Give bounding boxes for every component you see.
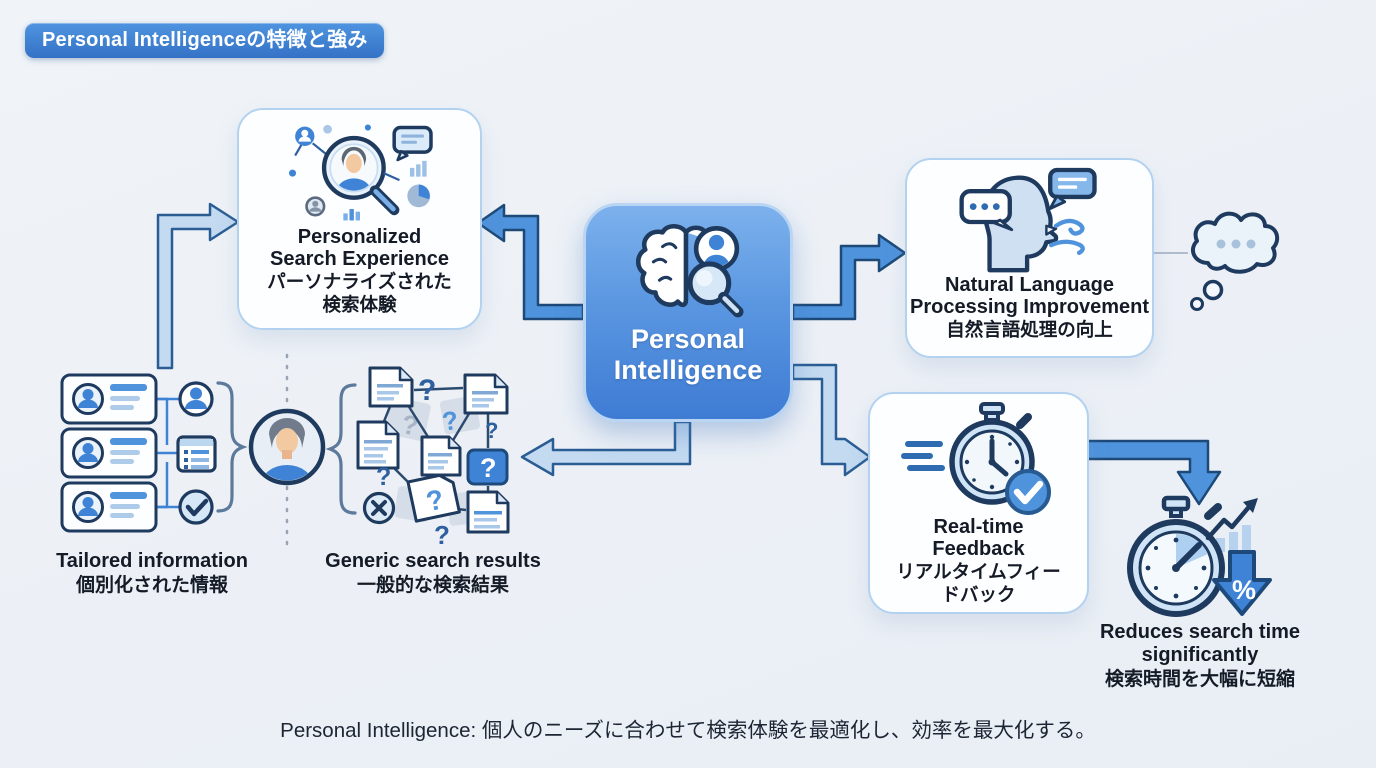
box-nlp-improvement: Natural Language Processing Improvement … xyxy=(905,158,1154,358)
tailored-label-ja: 個別化された情報 xyxy=(75,575,228,596)
left-curly-brace xyxy=(325,383,357,515)
realtime-title-ja1: リアルタイムフィー xyxy=(896,561,1061,582)
list-panel-icon xyxy=(176,435,217,473)
profile-card-row xyxy=(60,373,158,425)
tailored-label-en: Tailored information xyxy=(56,550,248,572)
realtime-title-ja2: ドバック xyxy=(941,584,1016,605)
realtime-title-en1: Real-time xyxy=(933,516,1024,538)
question-mark: ? xyxy=(418,374,436,407)
stopwatch-check-icon xyxy=(900,402,1051,515)
question-mark: ? xyxy=(376,463,391,491)
svg-text:?: ? xyxy=(423,483,446,517)
x-circle-icon xyxy=(362,491,396,525)
arrow-realtime-to-reduces-icon xyxy=(1083,439,1222,506)
label-generic-results: Generic search results 一般的な検索結果 xyxy=(318,550,548,599)
profile-card-row xyxy=(60,481,158,533)
document-icon xyxy=(420,435,462,477)
generic-label-en: Generic search results xyxy=(325,550,541,572)
arrow-center-to-realtime-icon xyxy=(791,363,872,477)
bottom-caption: Personal Intelligence: 個人のニーズに合わせて検索体験を最… xyxy=(280,719,1096,742)
arrow-tailored-to-personalized-icon xyxy=(156,202,240,370)
down-percent-arrow-icon xyxy=(1212,550,1272,616)
box-realtime-feedback: Real-time Feedback リアルタイムフィー ドバック xyxy=(868,392,1089,614)
label-reduces-search-time: Reduces search time significantly 検索時間を大… xyxy=(1090,621,1310,693)
center-node: Personal Intelligence xyxy=(583,203,793,422)
title-badge-label: Personal Intelligenceの特徴と強み xyxy=(42,29,368,51)
document-icon xyxy=(368,366,414,408)
reduces-label-ja: 検索時間を大幅に短縮 xyxy=(1104,669,1295,690)
personalized-title-ja2: 検索体験 xyxy=(322,294,397,315)
document-icon xyxy=(356,420,400,470)
nlp-title-ja: 自然言語処理の向上 xyxy=(946,319,1113,340)
question-mark: ? xyxy=(434,520,450,550)
profile-card-row xyxy=(60,427,158,479)
box-personalized-search: Personalized Search Experience パーソナライズされ… xyxy=(237,108,482,330)
arrow-center-to-personalized-icon xyxy=(476,203,585,321)
label-tailored-information: Tailored information 個別化された情報 xyxy=(28,550,276,599)
question-mark: ? xyxy=(485,418,498,443)
center-title-line1: Personal xyxy=(630,324,746,354)
reduces-label-en2: significantly xyxy=(1141,644,1259,666)
profile-cards-icon xyxy=(60,373,326,533)
svg-text:?: ? xyxy=(480,453,497,483)
personalized-title-ja1: パーソナライズされた xyxy=(267,271,452,292)
question-document-icon: ? xyxy=(406,473,461,523)
reduces-label-en1: Reduces search time xyxy=(1099,621,1301,643)
documents-question-icon: ? xyxy=(325,366,510,550)
user-avatar-mini-icon xyxy=(178,381,214,417)
percent-sign: % xyxy=(1232,575,1256,605)
arrow-center-to-nlp-icon xyxy=(791,233,907,321)
document-icon xyxy=(466,490,510,534)
highlighted-question-tile: ? xyxy=(466,448,509,486)
thought-cloud-icon xyxy=(1190,211,1280,311)
user-avatar-large-icon xyxy=(248,408,326,486)
nlp-title-en2: Processing Improvement xyxy=(910,296,1149,318)
question-mark: ? xyxy=(440,405,460,437)
person-magnifier-icon xyxy=(288,124,433,221)
generic-label-ja: 一般的な検索結果 xyxy=(356,575,509,596)
check-circle-icon xyxy=(178,489,214,525)
nlp-title-en1: Natural Language xyxy=(945,274,1114,296)
personalized-title-en1: Personalized xyxy=(297,226,422,248)
brain-search-icon xyxy=(635,223,744,318)
stopwatch-reduction-icon: % xyxy=(1127,495,1272,617)
realtime-title-en2: Feedback xyxy=(932,538,1025,560)
right-curly-brace xyxy=(216,381,248,513)
personalized-title-en2: Search Experience xyxy=(270,248,449,270)
speaking-head-icon xyxy=(958,167,1097,273)
document-icon xyxy=(463,373,509,415)
arrow-center-to-generic-icon xyxy=(520,420,692,477)
center-title-line2: Intelligence xyxy=(613,355,763,385)
title-badge: Personal Intelligenceの特徴と強み xyxy=(25,23,385,58)
